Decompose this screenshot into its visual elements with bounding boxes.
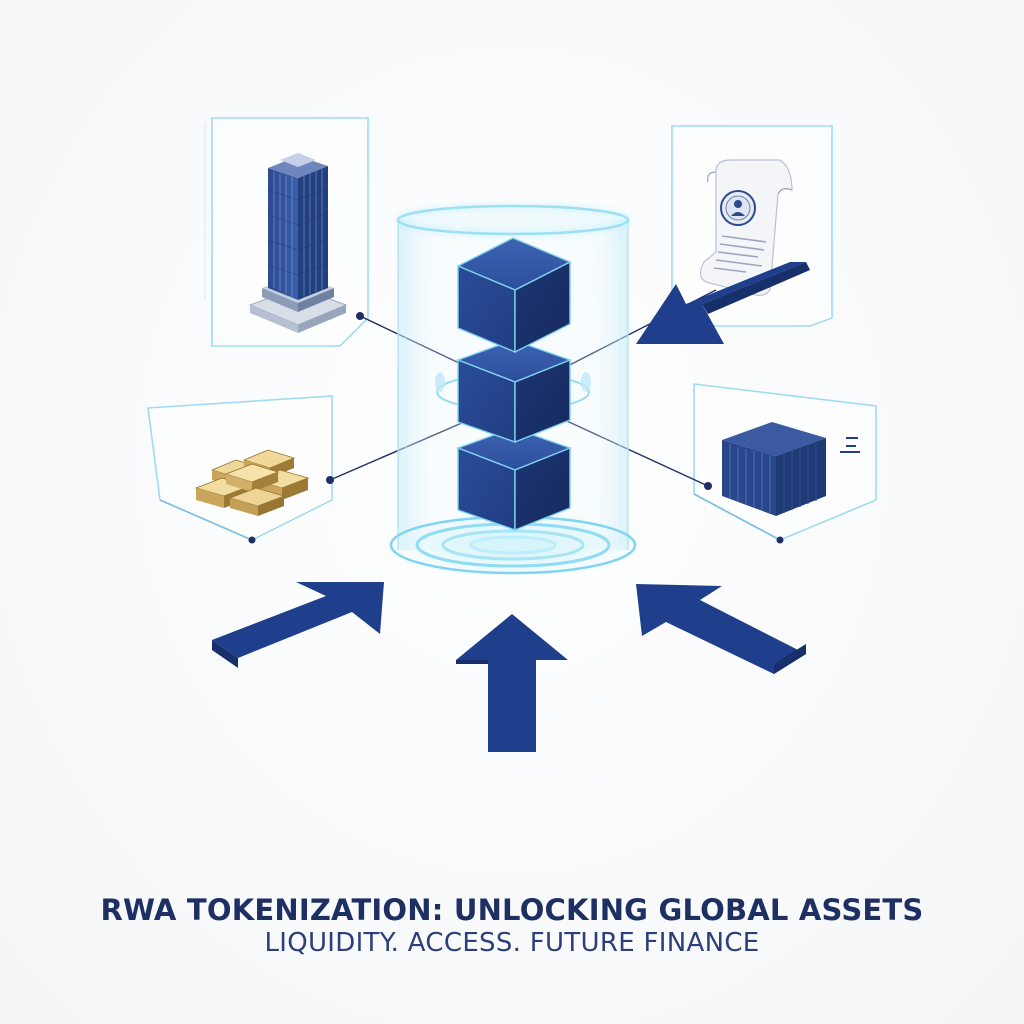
arrow-bottom-right [636, 584, 806, 674]
arrow-bottom-center [456, 614, 568, 752]
token-cube-middle [456, 339, 572, 444]
base-glow-rings [383, 511, 643, 579]
arrow-bottom-left [212, 582, 384, 668]
diagram-title: RWA TOKENIZATION: UNLOCKING GLOBAL ASSET… [100, 893, 924, 927]
arrow-from-document [636, 262, 810, 344]
token-cube-stack [456, 237, 572, 532]
token-cube-top [456, 237, 572, 354]
token-cube-bottom [456, 427, 572, 532]
shipping-container-icon [722, 422, 860, 516]
gold-bars-icon [194, 449, 310, 516]
deed-scroll-icon [699, 159, 793, 296]
skyscraper-icon [248, 153, 348, 333]
diagram-subtitle: LIQUIDITY. ACCESS. FUTURE FINANCE [264, 928, 760, 958]
